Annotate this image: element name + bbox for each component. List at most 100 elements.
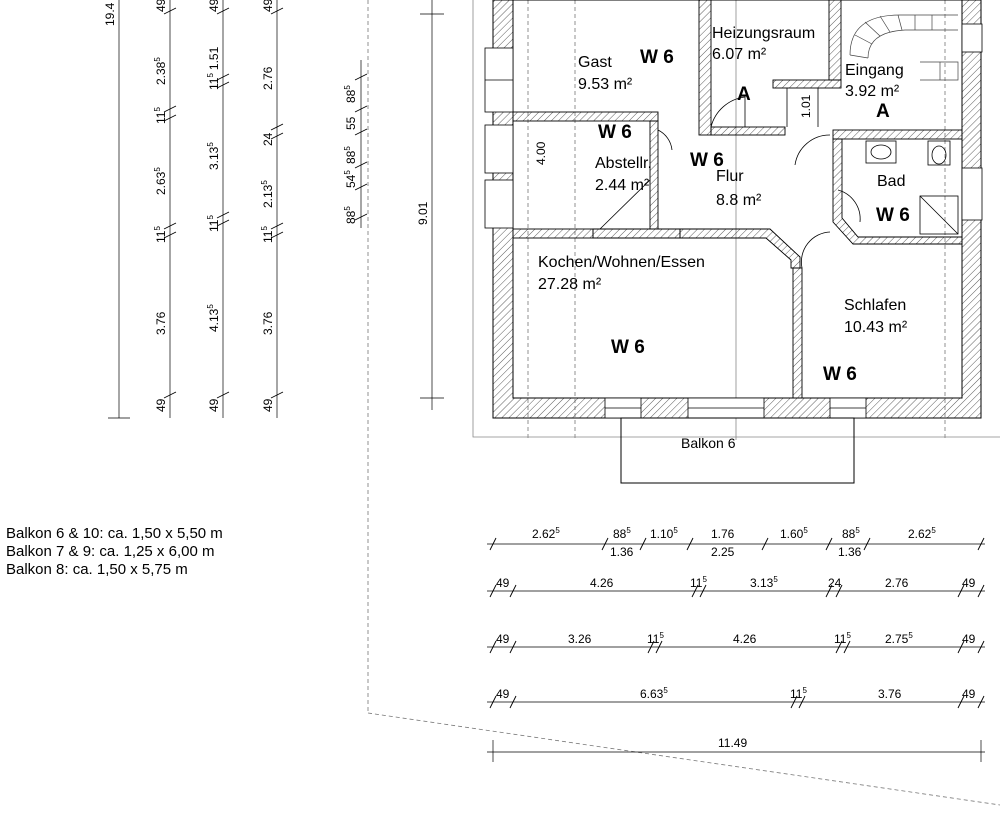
dim-v2-top: 49 [207, 0, 221, 12]
dim-v1-seg4: 115 [153, 226, 168, 243]
dim-v3-seg6: 49 [261, 398, 275, 412]
dim-v2-seg2: 3.135 [206, 142, 221, 170]
dim-h2-d: 3.135 [750, 575, 778, 590]
dim-h1-b: 885 [613, 526, 631, 541]
dim-h4-c: 115 [790, 686, 807, 701]
dim-v4-d: 545 [343, 170, 358, 188]
room-eingang-area: 3.92 m² [845, 83, 900, 100]
interior-walls [512, 0, 963, 399]
dim-h1-f: 885 [842, 526, 860, 541]
room-abstellr-name: Abstellr. [595, 155, 652, 172]
dim-h3-d: 4.26 [733, 632, 757, 646]
balkon-outline [620, 417, 855, 484]
dim-h4-a: 49 [496, 687, 510, 701]
dashed-outlines [367, 0, 1000, 806]
room-kochen-name: Kochen/Wohnen/Essen [538, 254, 705, 271]
dim-v4-c: 885 [343, 146, 358, 164]
room-heizung-name: Heizungsraum [712, 25, 815, 42]
room-abstellr-area: 2.44 m² [595, 177, 650, 194]
dim-v2-seg4: 4.135 [206, 304, 221, 332]
vertical-dimension-ticks [163, 7, 368, 399]
room-gast-area: 9.53 m² [578, 76, 633, 93]
label-w6-flur: W 6 [690, 150, 724, 171]
label-w6-schlafen: W 6 [823, 364, 857, 385]
exterior-wall [492, 0, 982, 419]
dim-v1-top: 49 [154, 0, 168, 12]
label-w6-bad: W 6 [876, 205, 910, 226]
dim-h3-c: 115 [647, 631, 664, 646]
dim-gast-height: 4.00 [534, 141, 548, 165]
note-balkon-8: Balkon 8: ca. 1,50 x 5,75 m [6, 561, 188, 578]
dim-h3-g: 49 [962, 632, 976, 646]
label-w6-gast: W 6 [640, 47, 674, 68]
dim-h1-e: 1.605 [780, 526, 808, 541]
note-balkon-6-10: Balkon 6 & 10: ca. 1,50 x 5,50 m [6, 525, 223, 542]
room-balkon-name: Balkon 6 [681, 435, 736, 451]
label-w6-abstellr: W 6 [598, 122, 632, 143]
room-flur-name: Flur [716, 168, 744, 185]
dim-h5-total: 11.49 [718, 736, 747, 750]
room-gast-name: Gast [578, 54, 612, 71]
dim-v0-top: 19.4 [103, 2, 117, 26]
dim-h2-b: 4.26 [590, 576, 614, 590]
label-a-eingang: A [876, 101, 890, 122]
room-kochen-area: 27.28 m² [538, 276, 602, 293]
dim-h3-e: 115 [834, 631, 851, 646]
dim-h3-f: 2.755 [885, 631, 913, 646]
dim-h3-a: 49 [496, 632, 510, 646]
balkon-notes: Balkon 6 & 10: ca. 1,50 x 5,50 m Balkon … [6, 525, 223, 579]
dim-v5-total: 9.01 [416, 201, 430, 225]
horizontal-dimensions [487, 543, 985, 762]
dim-v4-e: 885 [343, 206, 358, 224]
dim-v1-seg2: 115 [153, 107, 168, 124]
dim-h4-e: 49 [962, 687, 976, 701]
dim-h4-d: 3.76 [878, 687, 902, 701]
dim-h1-d2: 2.25 [711, 545, 735, 559]
room-labels: Gast 9.53 m² W 6 Heizungsraum 6.07 m² A … [534, 25, 910, 451]
dim-door-width: 1.01 [799, 94, 813, 118]
dim-v4-b: 55 [344, 116, 358, 130]
horizontal-dimension-ticks [489, 537, 985, 709]
dim-v3-seg1: 2.76 [261, 66, 275, 90]
note-balkon-7-9: Balkon 7 & 9: ca. 1,25 x 6,00 m [6, 543, 215, 560]
label-w6-kochen: W 6 [611, 337, 645, 358]
dim-v3-seg2: 24 [261, 132, 275, 146]
room-eingang-name: Eingang [845, 62, 904, 79]
dim-v1-seg1: 2.385 [153, 57, 168, 85]
dim-v4-a: 885 [343, 85, 358, 103]
dim-h4-b: 6.635 [640, 686, 668, 701]
dim-h1-a: 2.625 [532, 526, 560, 541]
label-a-heizung: A [737, 84, 751, 105]
dim-v3-seg5: 3.76 [261, 311, 275, 335]
dim-h2-c: 115 [690, 575, 707, 590]
dim-h2-f: 2.76 [885, 576, 909, 590]
room-bad-name: Bad [877, 173, 905, 190]
dim-h2-a: 49 [496, 576, 510, 590]
dim-v2-seg1: 1151.51 [206, 46, 221, 90]
room-flur-area: 8.8 m² [716, 192, 762, 209]
dim-h1-d: 1.76 [711, 527, 735, 541]
dim-h2-e: 24 [828, 576, 842, 590]
dim-h2-g: 49 [962, 576, 976, 590]
dim-h1-c: 1.105 [650, 526, 678, 541]
dim-v2-seg3: 115 [206, 215, 221, 232]
vertical-dimension-labels: 19.4 49 2.385 115 2.635 115 3.76 49 49 1… [103, 0, 430, 412]
dim-v1-seg6: 49 [154, 398, 168, 412]
roof-outline [472, 0, 1000, 440]
room-schlafen-area: 10.43 m² [844, 319, 908, 336]
stair-icon [849, 14, 959, 81]
vertical-dimensions [108, 0, 444, 419]
dim-h1-g: 2.625 [908, 526, 936, 541]
room-schlafen-name: Schlafen [844, 297, 906, 314]
dim-v1-seg3: 2.635 [153, 167, 168, 195]
dim-h3-b: 3.26 [568, 632, 592, 646]
dim-h1-b2: 1.36 [610, 545, 634, 559]
door-swings [599, 88, 861, 269]
room-heizung-area: 6.07 m² [712, 46, 767, 63]
horizontal-dimension-labels: 2.625 885 1.36 1.105 1.76 2.25 1.605 885… [496, 526, 976, 750]
dim-v1-seg5: 3.76 [154, 311, 168, 335]
dim-v2-seg5: 49 [207, 398, 221, 412]
dim-v3-seg3: 2.135 [260, 180, 275, 208]
dim-h1-f2: 1.36 [838, 545, 862, 559]
